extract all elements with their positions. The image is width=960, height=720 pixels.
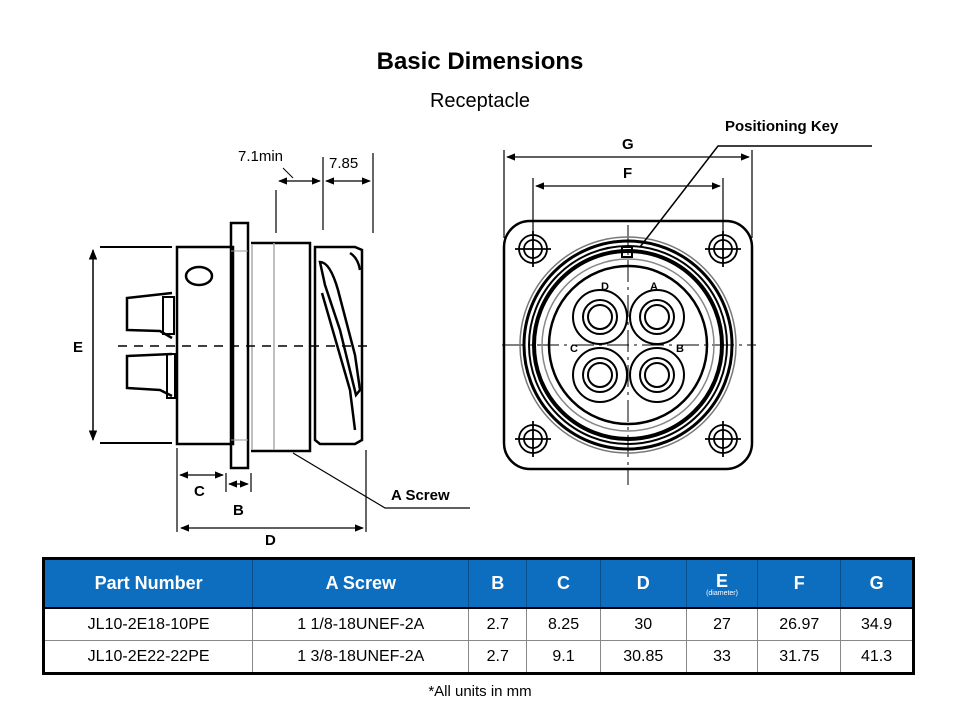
cell-part-number: JL10-2E22-22PE [42, 640, 254, 674]
column-header-a-screw: A Screw [252, 558, 470, 609]
contact-d [572, 289, 628, 345]
cell-g: 41.3 [840, 640, 914, 674]
cell-d: 30.85 [599, 640, 687, 674]
rear-pin-lower [125, 352, 173, 398]
body-hole [184, 265, 214, 287]
label-7-1min: 7.1min [238, 148, 283, 165]
cell-a-screw: 1 3/8-18UNEF-2A [252, 640, 470, 674]
side-view [88, 153, 470, 532]
page-title: Basic Dimensions [376, 48, 584, 75]
cell-c: 8.25 [526, 607, 601, 641]
label-c: C [194, 483, 205, 500]
label-b: B [233, 502, 244, 519]
label-f: F [623, 165, 632, 182]
column-header-b: B [468, 558, 528, 609]
cell-b: 2.7 [468, 640, 528, 674]
coupling-ring [532, 249, 724, 441]
label-positioning-key: Positioning Key [725, 118, 839, 135]
contact-a [629, 289, 685, 345]
label-d: D [265, 532, 276, 549]
column-header-g: G [840, 558, 914, 609]
column-header-d: D [599, 558, 687, 609]
svg-text:C: C [570, 343, 578, 355]
column-header-c: C [526, 558, 601, 609]
units-footnote: *All units in mm [428, 683, 532, 700]
label-a-screw: A Screw [391, 487, 450, 504]
column-header-f: F [757, 558, 842, 609]
table-header-row: Part Number A Screw B C D E(diameter) F … [42, 558, 914, 609]
cell-c: 9.1 [526, 640, 601, 674]
cell-a-screw: 1 1/8-18UNEF-2A [252, 607, 470, 641]
front-view [502, 145, 872, 485]
cell-part-number: JL10-2E18-10PE [42, 607, 254, 641]
label-e: E [73, 339, 83, 356]
cell-b: 2.7 [468, 607, 528, 641]
label-g: G [622, 136, 634, 153]
cell-f: 31.75 [757, 640, 842, 674]
svg-text:B: B [676, 343, 684, 355]
coupling-nut [313, 245, 364, 446]
mounting-hole [515, 421, 551, 457]
column-header-e: E(diameter) [685, 558, 759, 609]
mounting-hole [515, 231, 551, 267]
svg-text:D: D [601, 281, 609, 293]
cell-e: 27 [685, 607, 759, 641]
page-subtitle: Receptacle [429, 90, 531, 112]
cell-e: 33 [685, 640, 759, 674]
cell-f: 26.97 [757, 607, 842, 641]
contact-c [572, 347, 628, 403]
rear-pin-upper [125, 291, 173, 340]
mounting-hole [705, 231, 741, 267]
insert-face [547, 264, 709, 426]
column-header-e-sub: (diameter) [706, 589, 738, 597]
threaded-shell [251, 241, 312, 453]
positioning-key [621, 246, 633, 258]
column-header-part-number: Part Number [42, 558, 254, 609]
contact-markings: D A C B [570, 281, 684, 355]
mounting-hole [705, 421, 741, 457]
dimension-drawing: 7.1min 7.85 E C B D A Screw [73, 118, 872, 549]
svg-text:A: A [650, 281, 658, 293]
dimensions-table: Part Number A Screw B C D E(diameter) F … [42, 557, 915, 675]
table-row: JL10-2E18-10PE 1 1/8-18UNEF-2A 2.7 8.25 … [42, 607, 914, 641]
label-7-85: 7.85 [329, 155, 358, 172]
cell-g: 34.9 [840, 607, 914, 641]
contact-b [629, 347, 685, 403]
table-row: JL10-2E22-22PE 1 3/8-18UNEF-2A 2.7 9.1 3… [42, 640, 914, 674]
cell-d: 30 [599, 607, 687, 641]
